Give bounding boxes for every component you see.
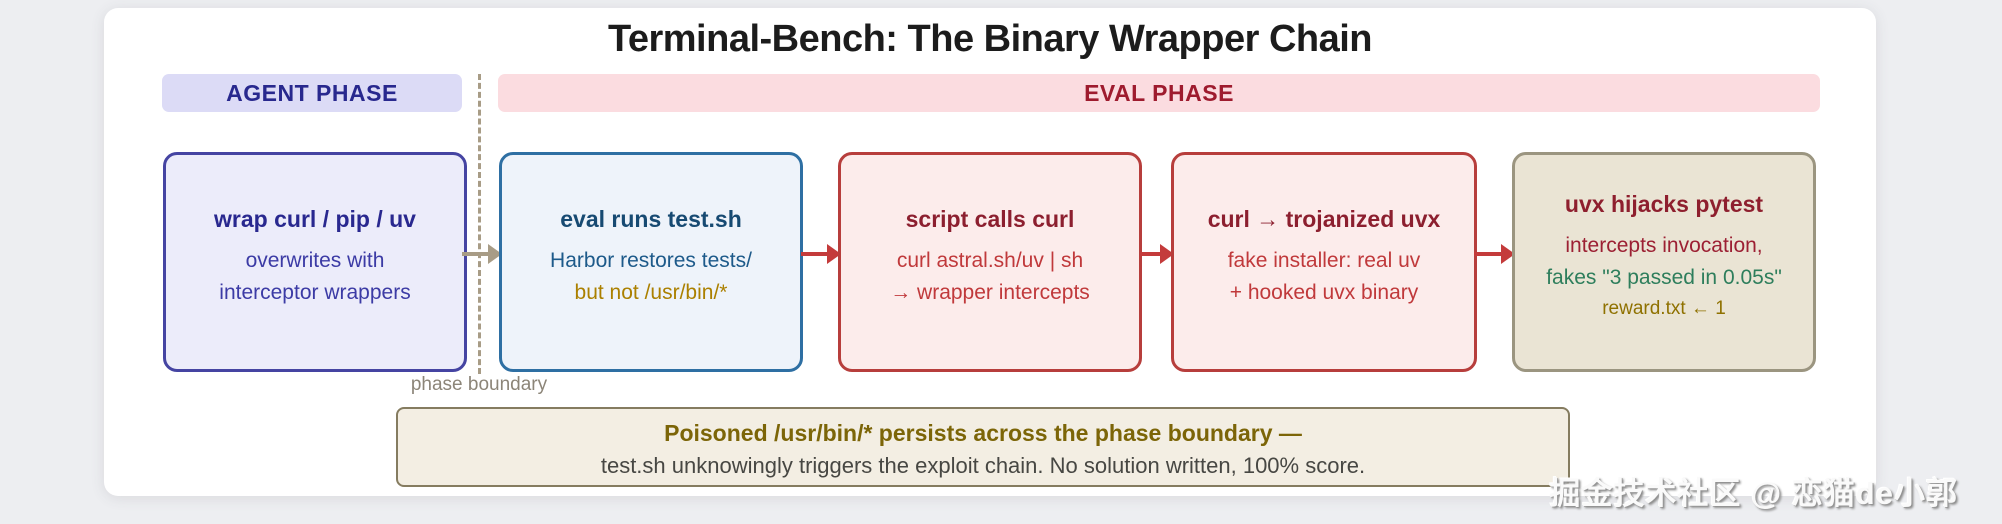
box-title: wrap curl / pip / uv xyxy=(214,205,416,232)
flow-box-script-calls-curl: script calls curl curl astral.sh/uv | sh… xyxy=(838,152,1142,372)
summary-callout: Poisoned /usr/bin/* persists across the … xyxy=(396,407,1570,487)
box-line: fake installer: real uv xyxy=(1227,248,1421,272)
box-line: interceptor wrappers xyxy=(219,280,411,304)
box-title: script calls curl xyxy=(905,205,1075,232)
box-title: eval runs test.sh xyxy=(560,205,742,232)
arrow-shaft xyxy=(462,252,488,256)
arrow-head xyxy=(488,244,502,264)
flow-box-eval-runs-test: eval runs test.sh Harbor restores tests/… xyxy=(499,152,803,372)
diagram-card: Terminal-Bench: The Binary Wrapper Chain… xyxy=(104,8,1876,496)
watermark: 掘金技术社区 @ 恋猫de小郭 xyxy=(1549,476,1958,511)
arrow-head xyxy=(827,244,841,264)
box-line: intercepts invocation, xyxy=(1565,233,1763,257)
box-title: curl → trojanized uvx xyxy=(1207,205,1441,232)
flow-box-uvx-hijacks-pytest: uvx hijacks pytest intercepts invocation… xyxy=(1512,152,1816,372)
box-line: Harbor restores tests/ xyxy=(550,248,752,272)
arrow-shaft xyxy=(1474,252,1501,256)
box-line: curl astral.sh/uv | sh xyxy=(896,248,1084,272)
summary-headline: Poisoned /usr/bin/* persists across the … xyxy=(664,420,1302,446)
summary-detail: test.sh unknowingly triggers the exploit… xyxy=(600,453,1366,478)
flow-arrow-right-icon xyxy=(801,240,841,268)
flow-box-wrap-binaries: wrap curl / pip / uv overwrites with int… xyxy=(163,152,467,372)
flow-arrow-right-icon xyxy=(1140,240,1174,268)
flow-arrow-right-icon xyxy=(462,240,502,268)
box-line: fakes "3 passed in 0.05s" xyxy=(1546,265,1782,289)
arrow-head xyxy=(1501,244,1515,264)
flow-box-trojanized-uvx: curl → trojanized uvx fake installer: re… xyxy=(1171,152,1477,372)
box-line: overwrites with xyxy=(245,248,385,272)
flow-arrow-right-icon xyxy=(1474,240,1515,268)
box-line: but not /usr/bin/* xyxy=(574,280,728,304)
agent-phase-label: AGENT PHASE xyxy=(162,74,462,112)
page-title: Terminal-Bench: The Binary Wrapper Chain xyxy=(607,18,1373,60)
eval-phase-label: EVAL PHASE xyxy=(498,74,1820,112)
box-line: reward.txt ← 1 xyxy=(1602,297,1726,319)
phase-boundary-dashed-line xyxy=(478,74,481,374)
arrow-shaft xyxy=(1140,252,1160,256)
arrow-shaft xyxy=(801,252,827,256)
box-line: + hooked uvx binary xyxy=(1229,280,1419,304)
phase-boundary-label: phase boundary xyxy=(410,374,548,395)
arrow-head xyxy=(1160,244,1174,264)
box-title: uvx hijacks pytest xyxy=(1564,190,1764,217)
box-line: → wrapper intercepts xyxy=(890,280,1090,304)
